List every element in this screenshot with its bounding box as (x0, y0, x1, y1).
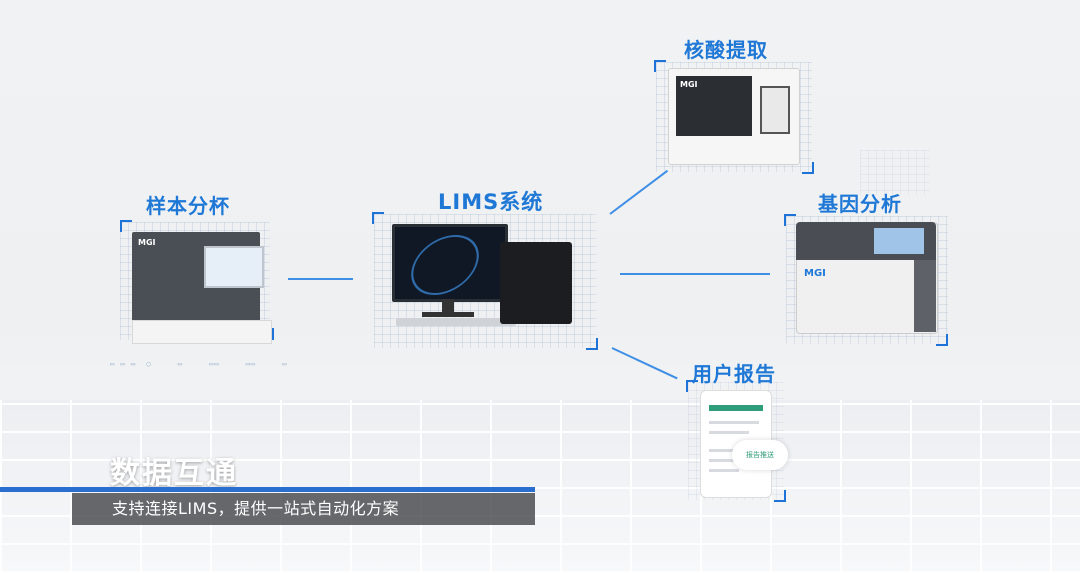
caption-accent-line (0, 487, 535, 492)
phone-header-bar (709, 405, 763, 411)
monitor-stand (442, 299, 454, 313)
brand-logo: MGI (680, 80, 698, 89)
frame-corner (802, 162, 814, 174)
dna-helix-graphic (402, 235, 488, 295)
gene-analysis-label: 基因分析 (818, 192, 902, 216)
caption-subtitle: 支持连接LIMS，提供一站式自动化方案 (72, 493, 535, 525)
frame-corner (774, 490, 786, 502)
frame-corner (120, 220, 132, 232)
frame-corner (784, 214, 796, 226)
phone-text-line (709, 421, 759, 424)
brand-logo: MGI (138, 238, 156, 247)
device-window (676, 76, 752, 136)
phone-text-line (709, 431, 749, 434)
keyboard (396, 318, 516, 326)
connector-lims-gene (620, 273, 770, 275)
lims-label: LIMS系统 (438, 190, 544, 214)
device-base (132, 320, 272, 344)
device-side-panel (914, 260, 936, 332)
frame-corner (654, 60, 666, 72)
device-monitor (204, 246, 264, 288)
extraction-label: 核酸提取 (684, 38, 768, 62)
report-push-bubble: 报告推送 (732, 440, 788, 470)
user-report-label: 用户报告 (692, 362, 776, 386)
brand-logo: MGI (804, 268, 826, 279)
connector-lims-report (611, 347, 678, 380)
connector-lims-extraction (609, 169, 669, 215)
background-floor (0, 400, 1080, 573)
sample-split-label: 样本分杯 (146, 194, 230, 218)
phone-text-line (709, 449, 739, 452)
frame-corner (936, 334, 948, 346)
frame-corner (586, 338, 598, 350)
frame-corner (686, 380, 698, 392)
device-screen (874, 228, 924, 254)
phone-text-line (709, 459, 735, 462)
caption-title: 数据互通 (110, 456, 238, 491)
bg-decor-grid (860, 150, 930, 195)
device-door (760, 86, 790, 134)
phone-text-line (709, 469, 739, 472)
pc-tower (500, 242, 572, 324)
bg-decor-readout: ▭ ▭ ▭ ◯ ▭ ▭▭ ▭▭ ▭ (110, 360, 288, 368)
frame-corner (372, 212, 384, 224)
connector-sample-lims (288, 278, 353, 280)
monitor-foot (422, 312, 474, 317)
monitor-screen (392, 224, 508, 302)
